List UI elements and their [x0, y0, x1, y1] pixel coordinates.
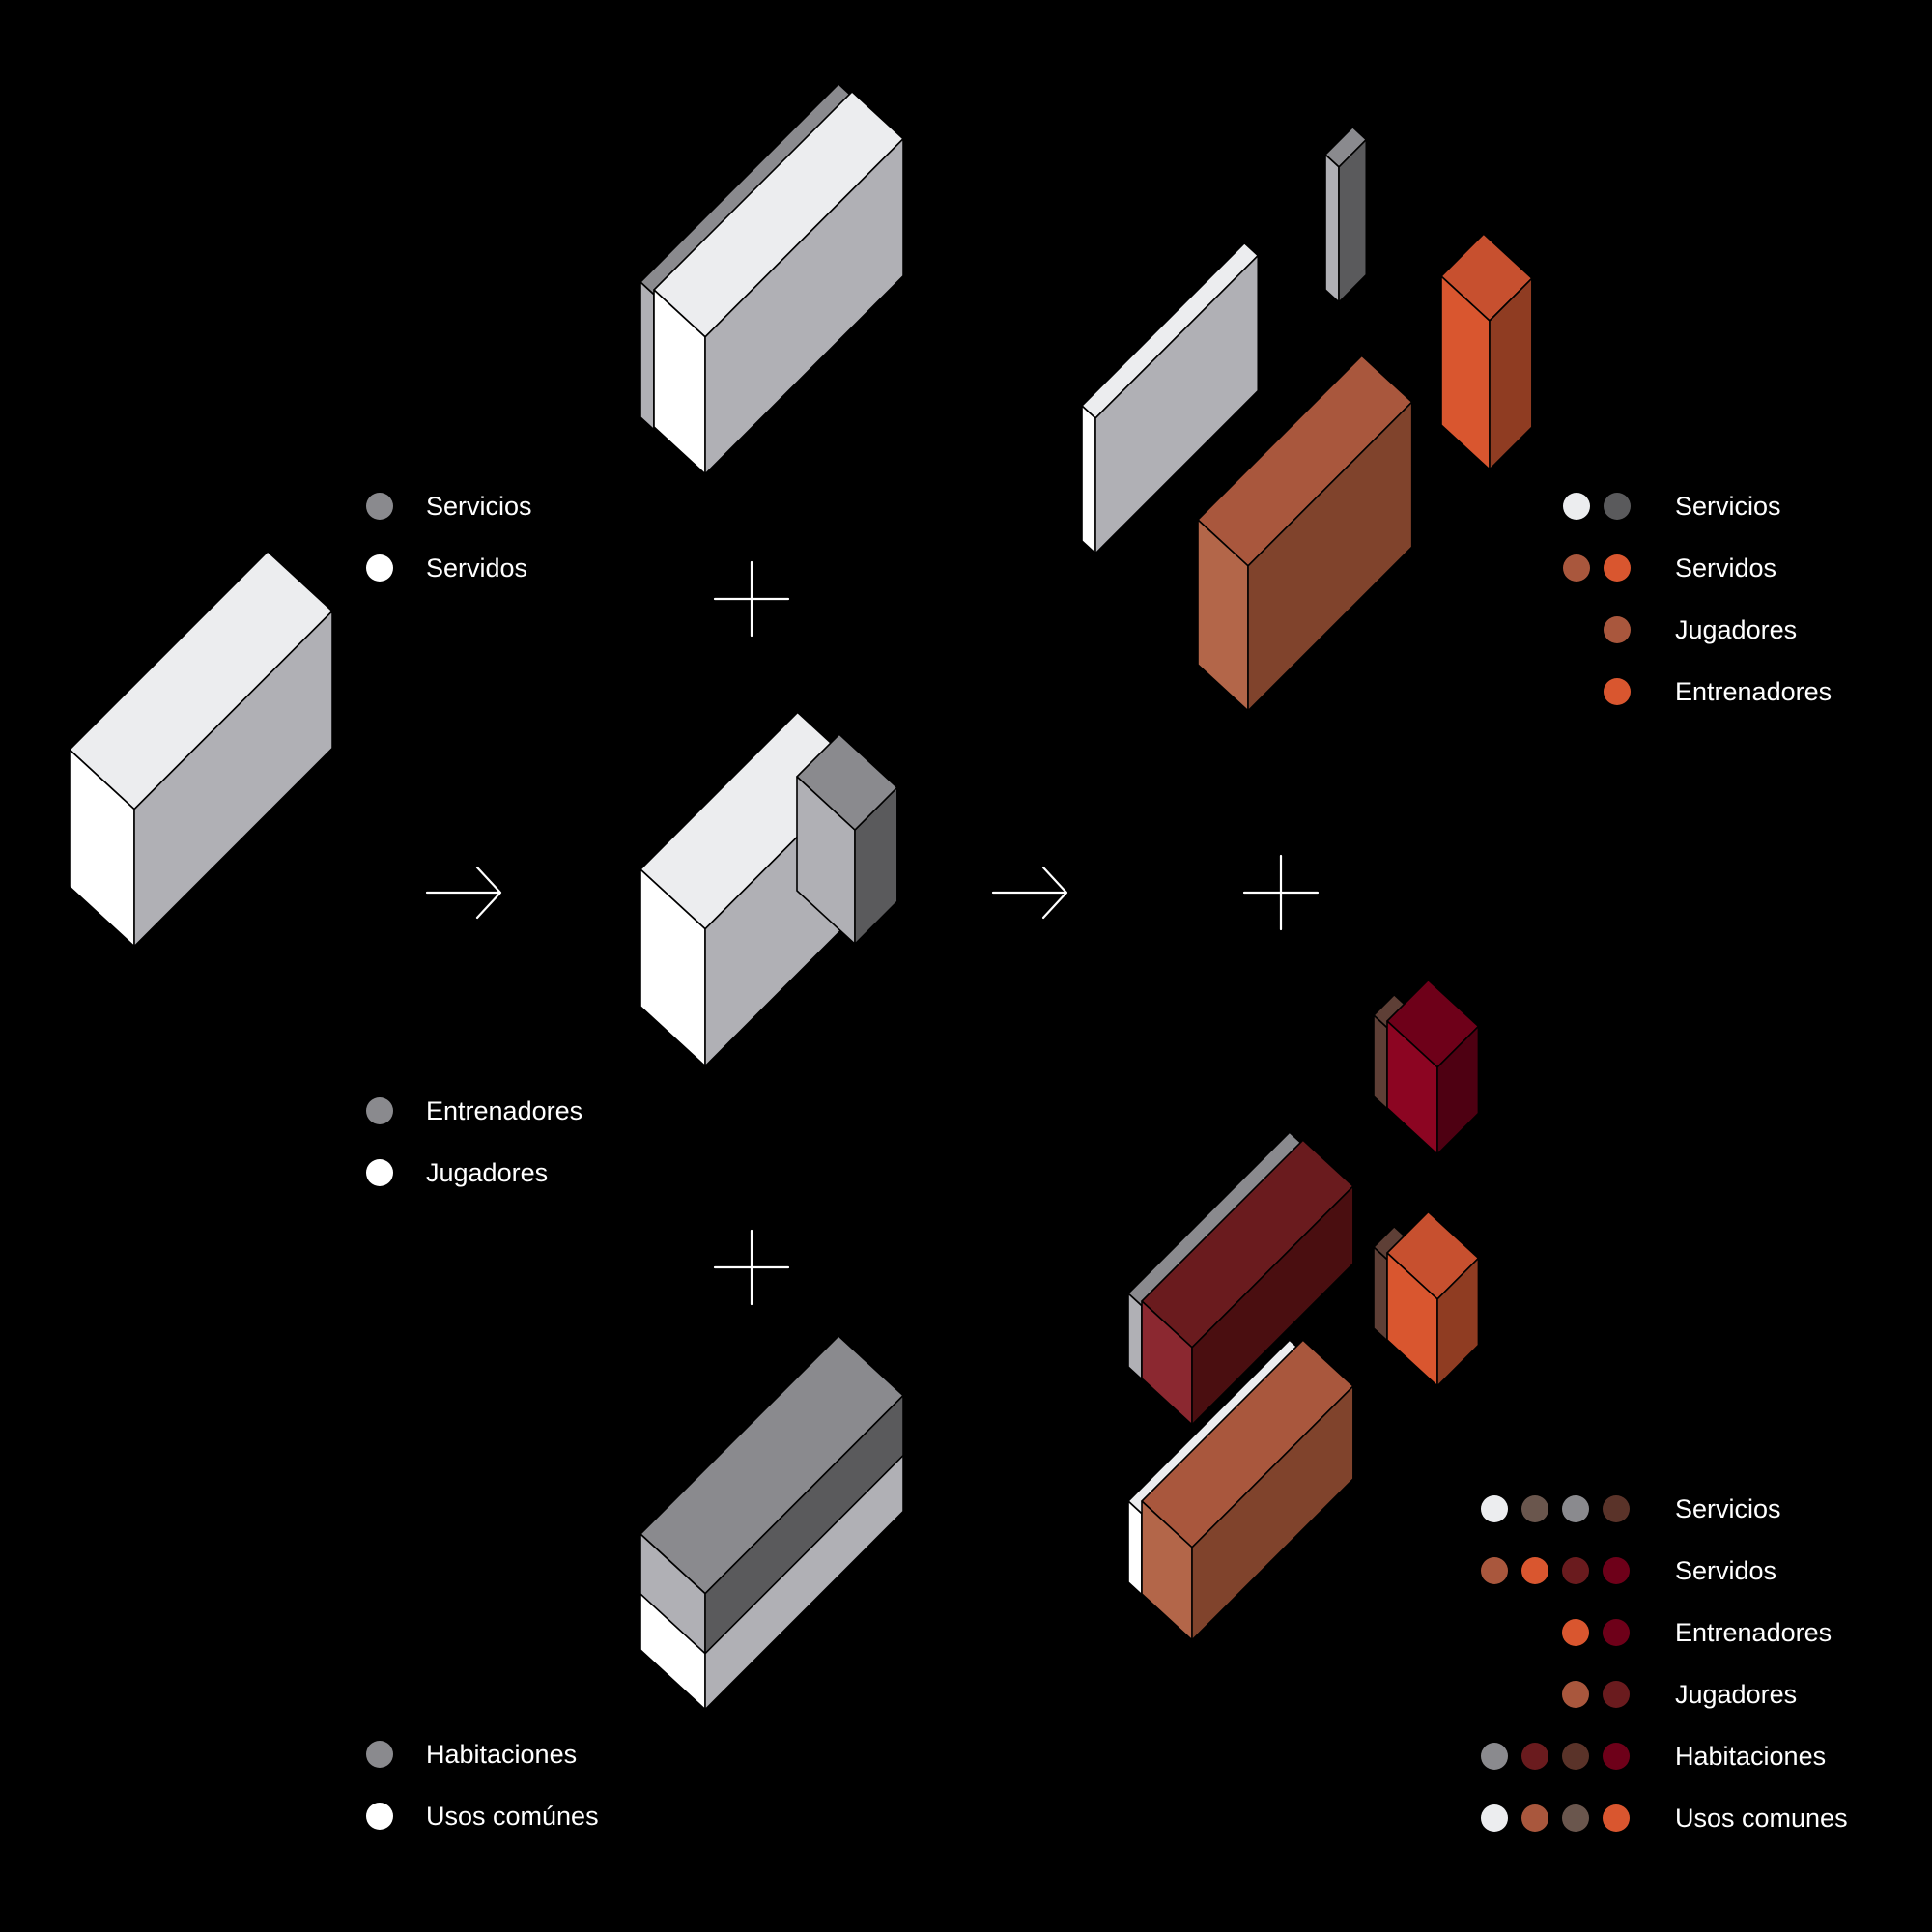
rooms-volume [639, 1335, 904, 1655]
legend-label: Jugadores [426, 1158, 549, 1187]
orange-cube [1386, 1210, 1480, 1387]
legend-swatch [366, 1803, 393, 1830]
legend-label: Servidos [426, 554, 528, 582]
crimson-cube-strip-front-face [1373, 1014, 1388, 1110]
legend-swatch [1604, 493, 1631, 520]
maroon-block [1141, 1139, 1354, 1426]
legend-label: Servicios [1675, 492, 1781, 521]
legend-swatch [1521, 1495, 1548, 1522]
served-slab-white-side-face [1094, 254, 1260, 554]
legend-label: Entrenadores [426, 1096, 583, 1125]
coaches-tower [1440, 233, 1533, 470]
legend-label: Servicios [1675, 1494, 1781, 1523]
legend-swatch [1604, 554, 1631, 582]
legend-label: Jugadores [1675, 615, 1798, 644]
players-block [1197, 355, 1413, 712]
legend-label: Jugadores [1675, 1680, 1798, 1709]
legend-label: Entrenadores [1675, 677, 1833, 706]
legend-swatch [1521, 1743, 1548, 1770]
crimson-cube [1386, 979, 1480, 1155]
legend-label: Servicios [426, 492, 532, 521]
legend-swatch [366, 1741, 393, 1768]
legend-label: Servidos [1675, 554, 1777, 582]
served-volume-top-side-face [704, 137, 904, 475]
legend-swatch [1603, 1495, 1630, 1522]
rooms-volume-side-face [704, 1394, 904, 1655]
legend-label: Entrenadores [1675, 1618, 1833, 1647]
legend-swatch [1562, 1557, 1589, 1584]
service-core-front-face [1324, 154, 1340, 303]
plus-icon-top [713, 560, 790, 638]
right-arrow-icon-1 [425, 866, 502, 920]
plus-icon-bottom [713, 1229, 790, 1306]
plus-icon-right [1242, 854, 1320, 931]
legend-swatch [366, 1097, 393, 1124]
crimson-cube-side-face [1436, 1025, 1480, 1155]
legend-swatch [1603, 1804, 1630, 1832]
legend-swatch [1562, 1681, 1589, 1708]
served-slab-white-front-face [1081, 405, 1096, 554]
legend-label: Usos comunes [1675, 1804, 1848, 1833]
legend-swatch [1562, 1743, 1589, 1770]
legend-swatch [366, 1159, 393, 1186]
copper-block [1141, 1339, 1354, 1641]
legend-swatch [1604, 616, 1631, 643]
legend-swatch [1603, 1743, 1630, 1770]
original-mass-side-face [133, 610, 333, 948]
legend-label: Servidos [1675, 1556, 1777, 1585]
maroon-strip-front-face [1127, 1293, 1143, 1380]
served-slab-white [1081, 242, 1260, 554]
legend-swatch [1603, 1681, 1630, 1708]
orange-cube-side-face [1436, 1257, 1480, 1387]
legend-swatch [1603, 1557, 1630, 1584]
legend-swatch [366, 493, 393, 520]
legend-swatch [1521, 1804, 1548, 1832]
legend-swatch [1603, 1619, 1630, 1646]
legend-swatch [1481, 1804, 1508, 1832]
blocks-group [69, 83, 1533, 1711]
service-core-side-face [1338, 138, 1368, 303]
copper-block-side-face [1191, 1385, 1354, 1641]
players-block-side-face [1247, 401, 1413, 712]
copper-strip-front-face [1127, 1500, 1143, 1596]
maroon-block-side-face [1191, 1185, 1354, 1426]
service-core [1324, 126, 1368, 303]
legend-swatch [1481, 1743, 1508, 1770]
service-strip-top-front-face [639, 281, 655, 431]
legend-swatch [1604, 678, 1631, 705]
legend-swatch [1563, 554, 1590, 582]
legend-swatch [1481, 1557, 1508, 1584]
coaches-tower-side-face [1489, 277, 1533, 470]
legend-swatch [1481, 1495, 1508, 1522]
served-volume-top [653, 91, 904, 475]
coaches-volume-side-face [854, 786, 898, 946]
legend-label: Habitaciones [1675, 1742, 1827, 1771]
legend-label: Usos comúnes [426, 1802, 599, 1831]
legend-swatch [1562, 1619, 1589, 1646]
right-arrow-icon-2 [991, 866, 1068, 920]
legend-swatch [1521, 1557, 1548, 1584]
original-mass [69, 551, 333, 948]
legend-swatch [1563, 493, 1590, 520]
legend-swatch [1562, 1804, 1589, 1832]
legend-label: Habitaciones [426, 1740, 578, 1769]
orange-cube-strip-front-face [1373, 1246, 1388, 1342]
legend-swatch [1562, 1495, 1589, 1522]
coaches-volume [796, 733, 898, 946]
symbols-group [425, 560, 1320, 1306]
legend-swatch [366, 554, 393, 582]
